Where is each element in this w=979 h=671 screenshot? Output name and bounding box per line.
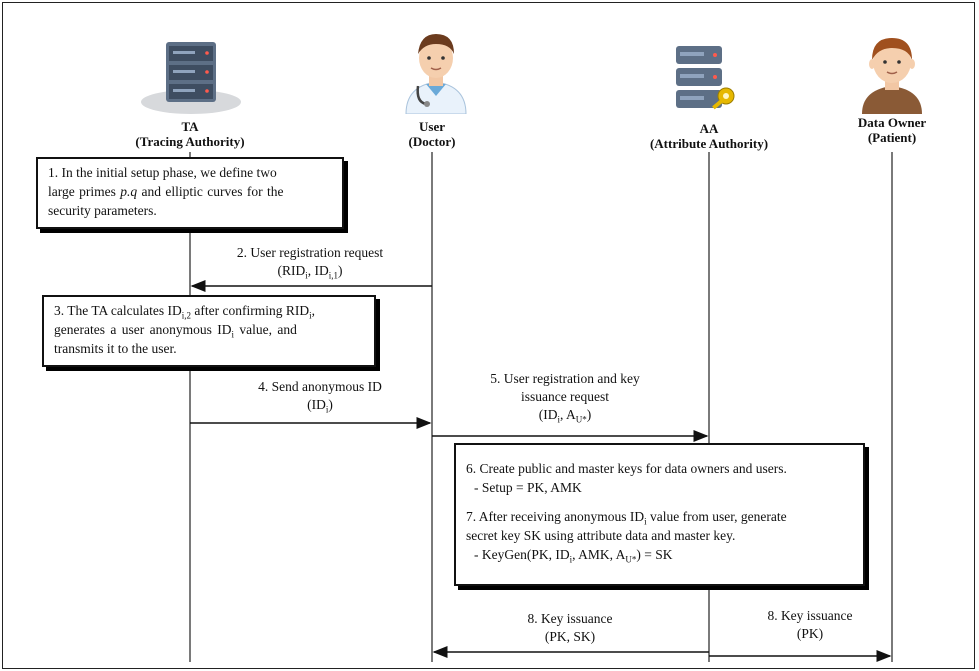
step3-line2: generates a user anonymous IDi value, an… — [54, 322, 297, 340]
actor-aa-label: AA (Attribute Authority) — [619, 121, 799, 151]
step4-params: (IDi) — [307, 397, 333, 415]
step4-label: 4. Send anonymous ID — [258, 379, 382, 394]
step8b-params: (PK) — [796, 626, 824, 641]
step5-message: 5. User registration and key issuance re… — [455, 370, 675, 424]
step1-line1: 1. In the initial setup phase, we define… — [48, 165, 277, 180]
step5-line1: 5. User registration and key — [490, 371, 640, 386]
step8a-message: 8. Key issuance (PK, SK) — [490, 610, 650, 646]
actor-user-role: (Doctor) — [408, 134, 456, 149]
step3-line3: transmits it to the user. — [54, 341, 177, 356]
step7-line3: - KeyGen(PK, IDi, AMK, AU*) = SK — [474, 547, 673, 565]
server-rack-icon — [136, 36, 246, 116]
step6-line1: 6. Create public and master keys for dat… — [466, 461, 787, 476]
patient-avatar-icon — [850, 30, 934, 114]
step6-line2: - Setup = PK, AMK — [474, 480, 582, 495]
step1-box: 1. In the initial setup phase, we define… — [36, 157, 344, 229]
step3-box: 3. The TA calculates IDi,2 after confirm… — [42, 295, 376, 367]
step5-line2: issuance request — [520, 389, 610, 404]
step7-line2: secret key SK using attribute data and m… — [466, 528, 736, 543]
actor-ta-role: (Tracing Authority) — [135, 134, 245, 149]
actor-owner-role: (Patient) — [867, 130, 917, 145]
step8b-message: 8. Key issuance (PK) — [740, 607, 880, 643]
step6-7-box: 6. Create public and master keys for dat… — [454, 443, 865, 586]
doctor-avatar-icon — [396, 24, 476, 115]
step7-line1: 7. After receiving anonymous IDi value f… — [466, 509, 787, 527]
step3-line1: 3. The TA calculates IDi,2 after confirm… — [54, 303, 316, 321]
step5-params: (IDi, AU*) — [538, 407, 592, 425]
server-key-icon — [666, 40, 746, 120]
actor-ta-name: TA — [181, 119, 199, 134]
actor-ta-label: TA (Tracing Authority) — [110, 119, 270, 149]
step8a-label: 8. Key issuance — [527, 611, 613, 626]
actor-owner-label: Data Owner (Patient) — [822, 115, 962, 145]
actor-owner-name: Data Owner — [857, 115, 927, 130]
actor-user-label: User (Doctor) — [372, 119, 492, 149]
step8a-params: (PK, SK) — [544, 629, 596, 644]
step2-params: (RIDi, IDi,1) — [277, 263, 343, 281]
step1-line3: security parameters. — [48, 203, 157, 218]
actor-user-name: User — [419, 119, 445, 134]
step8b-label: 8. Key issuance — [767, 608, 853, 623]
step4-message: 4. Send anonymous ID (IDi) — [220, 378, 420, 414]
step1-line2: large primes p.q and elliptic curves for… — [48, 184, 284, 199]
step2-label: 2. User registration request — [236, 245, 384, 260]
actor-aa-role: (Attribute Authority) — [649, 136, 769, 151]
step2-message: 2. User registration request (RIDi, IDi,… — [200, 244, 420, 280]
actor-aa-name: AA — [699, 121, 719, 136]
